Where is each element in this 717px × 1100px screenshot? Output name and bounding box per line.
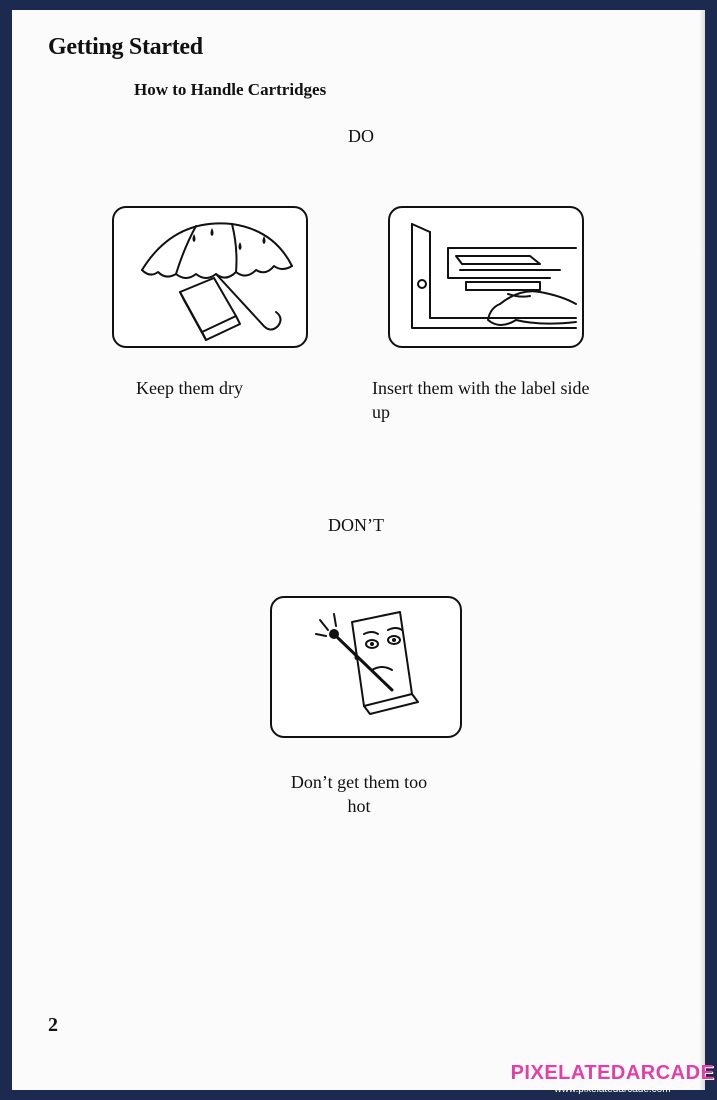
umbrella-illustration-frame [112, 206, 308, 348]
caption-too-hot: Don’t get them too hot [290, 772, 428, 816]
manual-page: Getting Started How to Handle Cartridges… [12, 10, 705, 1090]
caption-insert-label-up: Insert them with the label side up [372, 378, 590, 422]
dont-heading: DON’T [328, 515, 384, 535]
hot-cartridge-icon [315, 611, 419, 715]
caption-keep-dry: Keep them dry [136, 378, 243, 398]
umbrella-icon [141, 222, 293, 341]
cartridge-insert-icon [411, 223, 577, 329]
page-title: Getting Started [48, 34, 203, 60]
watermark-logo: PIXELATEDARCADE [510, 1062, 715, 1084]
hot-cartridge-illustration-frame [270, 596, 462, 738]
page-number: 2 [48, 1014, 58, 1036]
section-subtitle: How to Handle Cartridges [134, 80, 327, 99]
insert-illustration-frame [388, 206, 584, 348]
watermark-url: www.pixelatedarcade.com [554, 1084, 671, 1095]
do-heading: DO [348, 126, 374, 146]
watermark: PIXELATEDARCADE www.pixelatedarcade.com [508, 1062, 717, 1096]
